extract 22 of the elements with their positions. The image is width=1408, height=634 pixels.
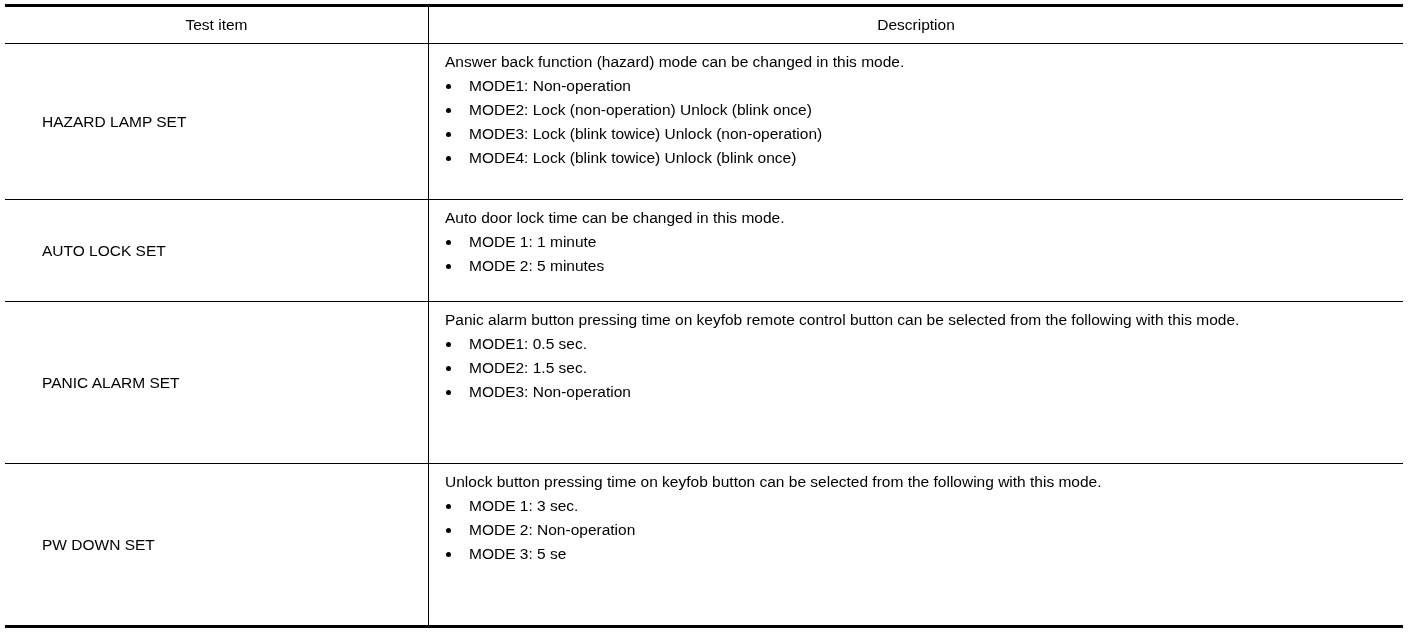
test-item-name: AUTO LOCK SET: [5, 199, 429, 302]
description-text: Auto door lock time can be changed in this mode.: [445, 208, 786, 228]
description-text: Answer back function (hazard) mode can be changed in this mode.: [445, 52, 906, 72]
test-item-name: PANIC ALARM SET: [5, 301, 429, 464]
mode-option: MODE2: Lock (non-operation) Unlock (blink once): [469, 101, 812, 118]
mode-option: MODE 2: 5 minutes: [469, 257, 605, 274]
mode-option: MODE1: Non-operation: [469, 77, 631, 94]
mode-option: MODE2: 1.5 sec.: [469, 359, 587, 376]
mode-option: MODE3: Non-operation: [469, 383, 631, 400]
mode-option: MODE 3: 5 se: [469, 545, 567, 562]
mode-option: MODE3: Lock (blink towice) Unlock (non-operation): [469, 125, 823, 142]
description-text: Unlock button pressing time on keyfob button can be selected from the following with this mode.: [445, 472, 1103, 492]
mode-option: MODE1: 0.5 sec.: [469, 335, 587, 352]
mode-option: MODE 1: 1 minute: [469, 233, 597, 250]
mode-option: MODE 2: Non-operation: [469, 521, 636, 538]
mode-option: MODE 1: 3 sec.: [469, 497, 579, 514]
description-text: Panic alarm button pressing time on keyfob remote control button can be selected from the following with this mode.: [445, 310, 1241, 330]
column-header: Test item: [5, 5, 429, 44]
test-item-name: PW DOWN SET: [5, 463, 429, 627]
column-header: Description: [428, 5, 1403, 44]
test-item-name: HAZARD LAMP SET: [5, 43, 429, 200]
mode-option: MODE4: Lock (blink towice) Unlock (blink once): [469, 149, 797, 166]
